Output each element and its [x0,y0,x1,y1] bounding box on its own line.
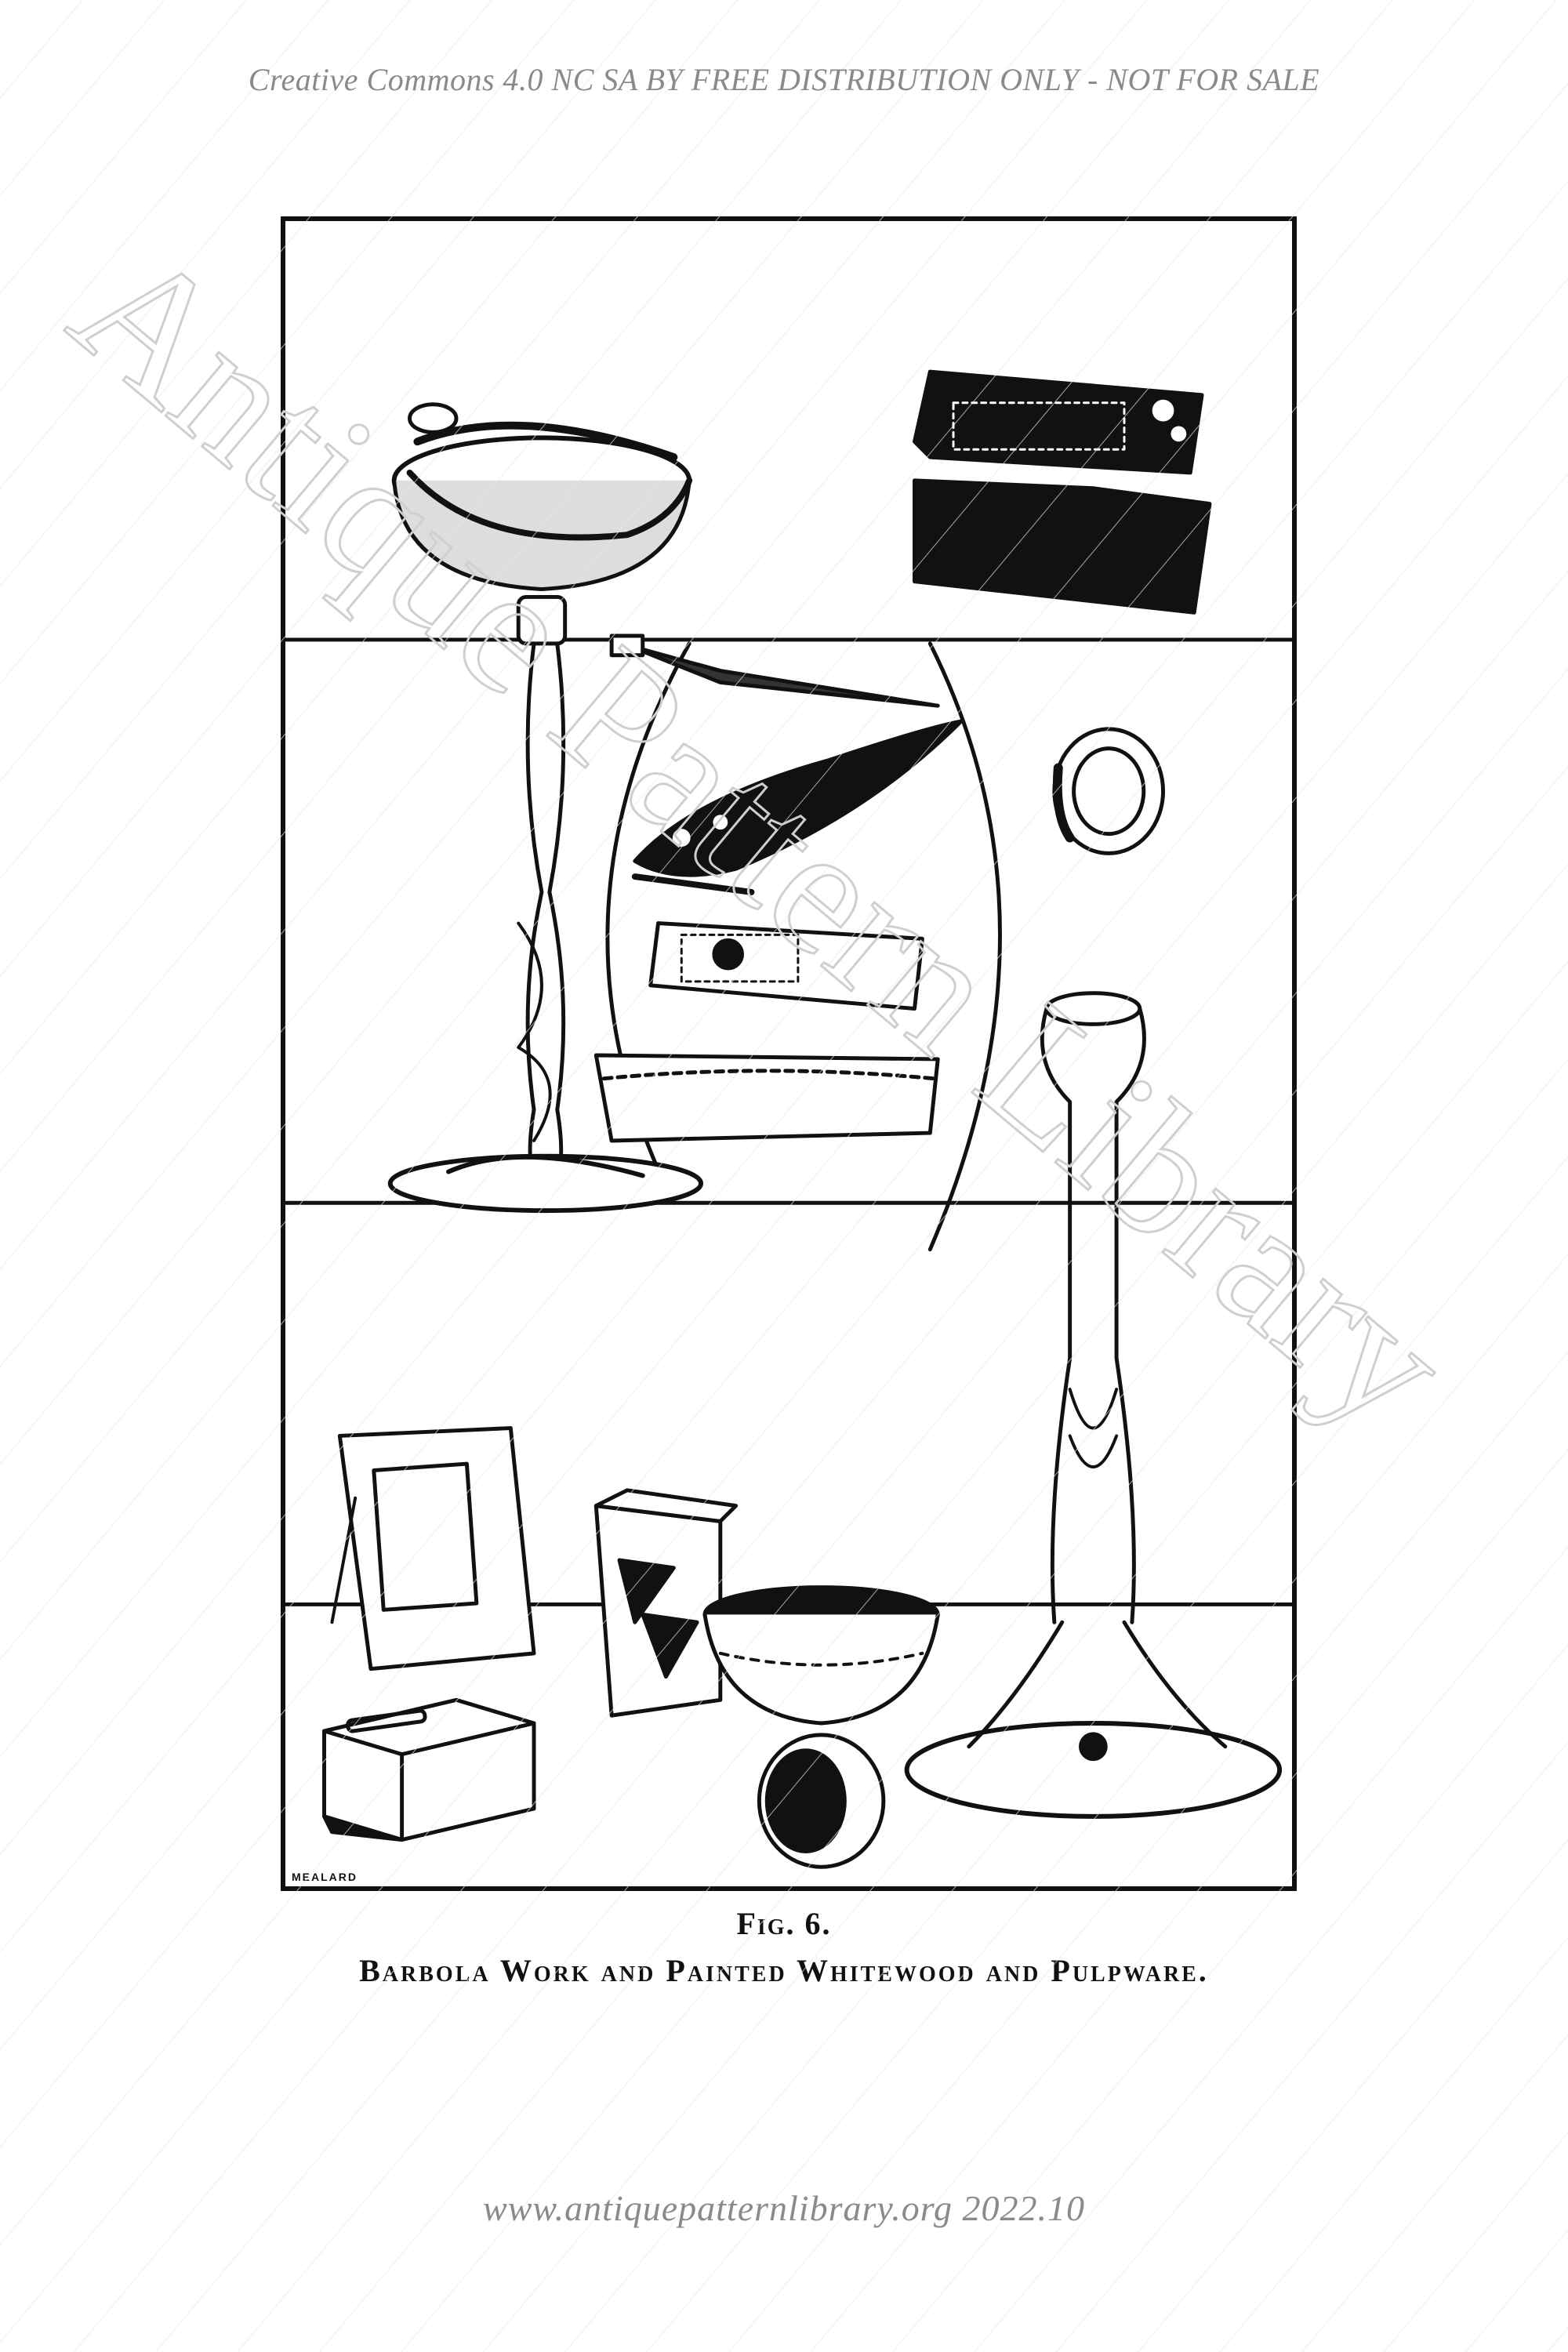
artist-signature: MEALARD [292,1871,358,1883]
footer-url: www.antiquepatternlibrary.org 2022.10 [483,2188,1085,2228]
photo-frame [330,1426,536,1671]
dark-lidded-box [913,369,1212,615]
figure-caption: Barbola Work and Painted Whitewood and P… [359,1953,1209,1988]
napkin-ring-top [1052,727,1166,855]
light-lidded-box [593,921,940,1143]
license-header: Creative Commons 4.0 NC SA BY FREE DISTR… [248,62,1320,97]
illustration-drawing [285,369,1292,1869]
tall-candlestick [904,991,1283,1819]
napkin-ring-bottom [757,1733,886,1869]
painted-bowl [702,1585,940,1726]
match-box [322,1697,536,1842]
paper-knife [609,633,940,708]
hair-brush [631,719,964,895]
figure-number: Fig. 6. [736,1906,832,1941]
illustration-plate: MEALARD [281,216,1297,1891]
